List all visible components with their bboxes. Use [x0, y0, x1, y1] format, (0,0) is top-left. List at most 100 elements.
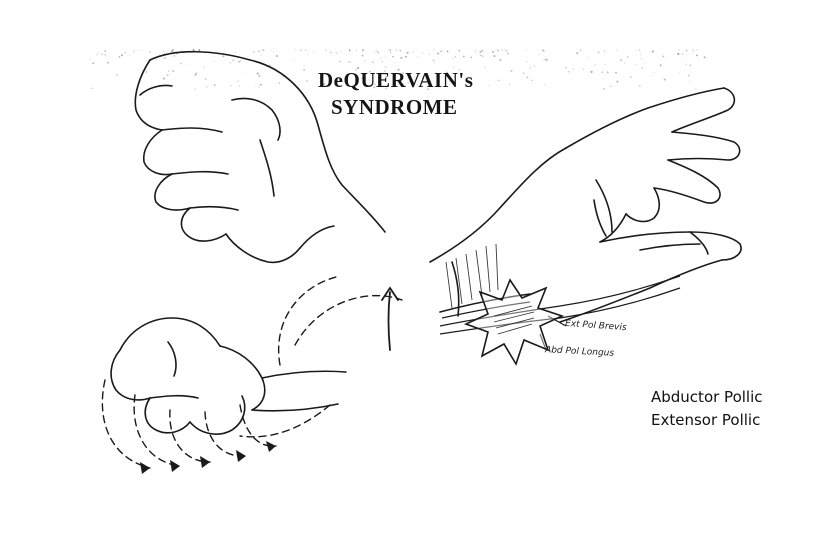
speckle-dot — [129, 55, 130, 56]
speckle-dot — [510, 70, 512, 72]
speckle-dot — [653, 72, 654, 73]
speckle-dot — [325, 50, 327, 52]
speckle-dot — [293, 60, 294, 61]
speckle-dot — [636, 50, 637, 51]
speckle-dot — [193, 49, 195, 51]
speckle-dot — [116, 74, 118, 76]
speckle-dot — [149, 51, 151, 53]
speckle-dot — [102, 54, 103, 55]
speckle-dot — [433, 60, 435, 62]
speckle-dot — [362, 55, 364, 57]
speckle-dot — [336, 52, 338, 54]
speckle-dot — [364, 60, 365, 61]
speckle-dot — [677, 53, 679, 55]
speckle-dot — [474, 50, 475, 51]
speckle-dot — [681, 53, 682, 54]
speckle-dot — [607, 71, 609, 73]
speckle-dot — [698, 58, 699, 59]
speckle-dot — [684, 60, 685, 61]
speckle-dot — [678, 49, 679, 50]
speckle-dot — [453, 57, 454, 58]
speckle-dot — [96, 54, 98, 56]
speckle-dot — [479, 51, 481, 53]
speckle-dot — [624, 62, 625, 63]
speckle-dot — [214, 84, 216, 86]
speckle-dot — [168, 70, 170, 72]
speckle-dot — [186, 64, 187, 65]
speckle-dot — [273, 51, 274, 52]
speckle-dot — [630, 76, 631, 77]
speckle-dot — [195, 75, 197, 77]
speckle-dot — [506, 50, 508, 52]
speckle-dot — [616, 50, 617, 51]
speckle-dot — [376, 50, 377, 51]
speckle-dot — [340, 51, 341, 52]
speckle-dot — [493, 55, 495, 57]
speckle-dot — [230, 85, 231, 86]
speckle-dot — [690, 81, 691, 82]
speckle-dot — [362, 49, 364, 51]
speckle-dot — [253, 51, 255, 53]
speckle-dot — [573, 69, 574, 70]
right-hand-drawing — [430, 88, 741, 322]
speckle-dot — [429, 54, 430, 55]
speckle-dot — [468, 55, 469, 56]
speckle-dot — [603, 88, 605, 90]
speckle-dot — [223, 55, 225, 57]
speckle-dot — [615, 72, 617, 74]
speckle-dot — [437, 53, 439, 55]
speckle-dot — [697, 50, 698, 51]
speckle-dot — [156, 59, 157, 60]
speckle-dot — [662, 56, 664, 58]
speckle-dot — [660, 64, 662, 66]
speckle-dot — [644, 62, 645, 63]
speckle-dot — [124, 52, 126, 54]
speckle-dot — [104, 54, 106, 56]
speckle-dot — [356, 50, 357, 51]
speckle-dot — [171, 50, 173, 52]
speckle-dot — [349, 49, 351, 51]
speckle-dot — [180, 63, 182, 65]
speckle-dot — [692, 49, 694, 51]
up-arrow — [382, 288, 398, 350]
speckle-dot — [380, 57, 381, 58]
speckle-dot — [576, 52, 578, 54]
speckle-dot — [488, 85, 489, 86]
speckle-dot — [396, 50, 397, 51]
speckle-dot — [497, 80, 498, 81]
speckle-dot — [440, 50, 442, 52]
speckle-dot — [641, 58, 642, 59]
speckle-dot — [163, 51, 164, 52]
speckle-dot — [482, 55, 484, 57]
speckle-dot — [502, 49, 503, 50]
tendon-lines — [440, 276, 680, 350]
speckle-dot — [475, 52, 476, 53]
speckle-dot — [620, 59, 622, 61]
speckle-dot — [526, 50, 527, 51]
speckle-dot — [300, 50, 302, 52]
speckle-dot — [198, 49, 200, 51]
speckle-dot — [272, 89, 273, 90]
speckle-dot — [568, 71, 570, 73]
speckle-dot — [417, 57, 418, 58]
speckle-dot — [276, 55, 278, 57]
speckle-dot — [692, 53, 693, 54]
speckle-dot — [243, 72, 244, 73]
speckle-dot — [89, 59, 90, 60]
speckle-dot — [591, 71, 593, 73]
speckle-dot — [400, 57, 402, 59]
speckle-dot — [407, 52, 409, 54]
speckle-dot — [565, 67, 567, 69]
speckle-dot — [523, 73, 524, 74]
speckle-dot — [203, 67, 204, 68]
speckle-dot — [499, 59, 501, 61]
speckle-dot — [495, 50, 496, 51]
speckle-dot — [257, 73, 259, 75]
speckle-dot — [258, 86, 259, 87]
speckle-dot — [686, 50, 687, 51]
speckle-dot — [330, 52, 331, 53]
speckle-dot — [695, 88, 696, 89]
speckle-dot — [172, 70, 174, 72]
speckle-dot — [173, 55, 175, 57]
speckle-dot — [104, 50, 106, 52]
